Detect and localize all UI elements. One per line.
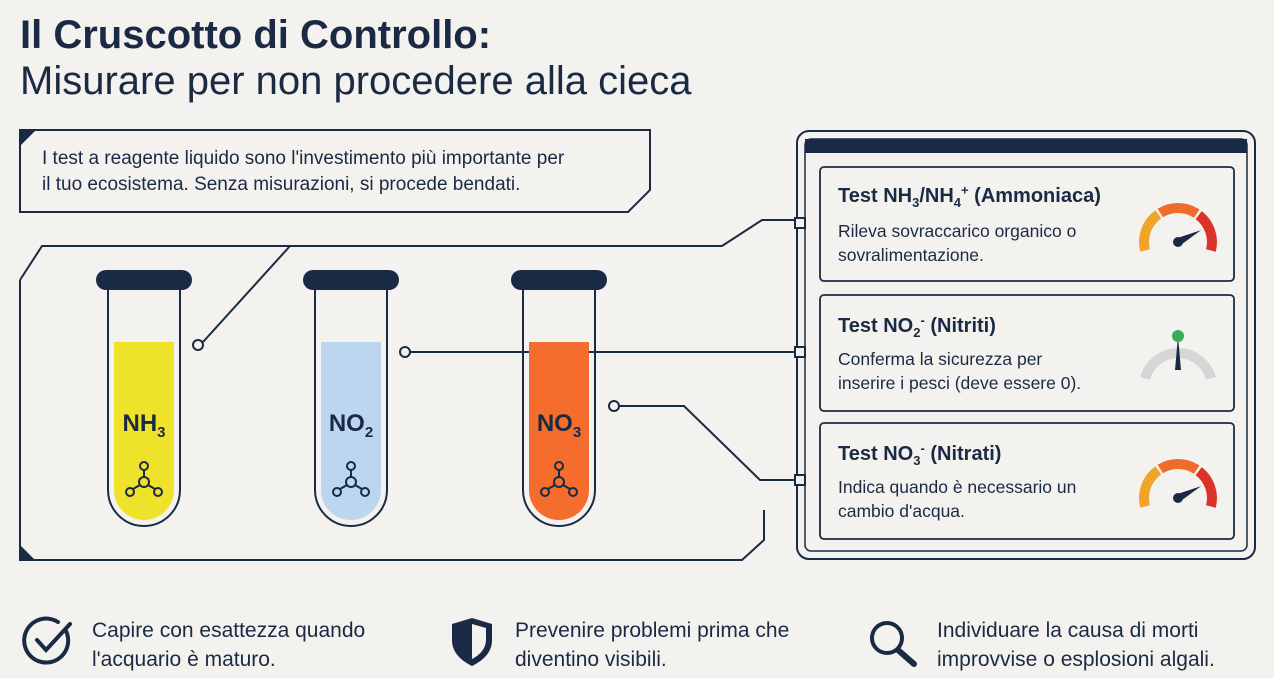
title-line-2: Misurare per non procedere alla cieca [20,59,692,103]
gauge-hub [1173,493,1183,503]
tube-no3 [511,270,607,527]
gauge-zero-indicator [1172,330,1184,342]
magnifier-icon [870,621,917,667]
gauge-segment [1139,210,1162,252]
card-title: Test NO3- (Nitrati) [838,440,1002,468]
molecule-icon [332,461,370,497]
card-nitrate: Test NO3- (Nitrati) Indica quando è nece… [820,423,1234,521]
gauge-ammonia [1139,203,1217,252]
gauge-nitrate [1139,459,1217,508]
molecule-icon [125,461,163,497]
gauge-segment [1157,203,1200,218]
intro-box: I test a reagente liquido sono l'investi… [20,130,630,212]
gauge-hub [1173,237,1183,247]
check-circle-icon [22,616,72,665]
tube-label-no2: NO2 [328,410,374,441]
gauge-segment [1195,467,1217,508]
molecule-icon [540,461,578,497]
tube-label-nh3: NH3 [122,410,166,441]
shield-icon [452,618,492,666]
page-title: Il Cruscotto di Controllo: Misurare per … [20,12,691,104]
tube-nh3 [96,270,192,527]
gauge-needle [1175,336,1181,370]
gauge-nitrite [1140,330,1216,381]
gauge-segment [1139,466,1162,508]
gauge-segment [1195,211,1217,252]
card-ammonia: Test NH3/NH4+ (Ammoniaca) Rileva sovracc… [820,167,1234,265]
card-title: Test NO2- (Nitriti) [838,312,996,340]
tube-label-no3: NO3 [536,410,582,441]
card-nitrite: Test NO2- (Nitriti) Conferma la sicurezz… [820,295,1234,393]
intro-text: I test a reagente liquido sono l'investi… [42,148,565,195]
tube-no2 [303,270,399,527]
title-line-1: Il Cruscotto di Controllo: [20,13,492,57]
card-title: Test NH3/NH4+ (Ammoniaca) [838,182,1101,210]
gauge-segment [1157,459,1200,474]
